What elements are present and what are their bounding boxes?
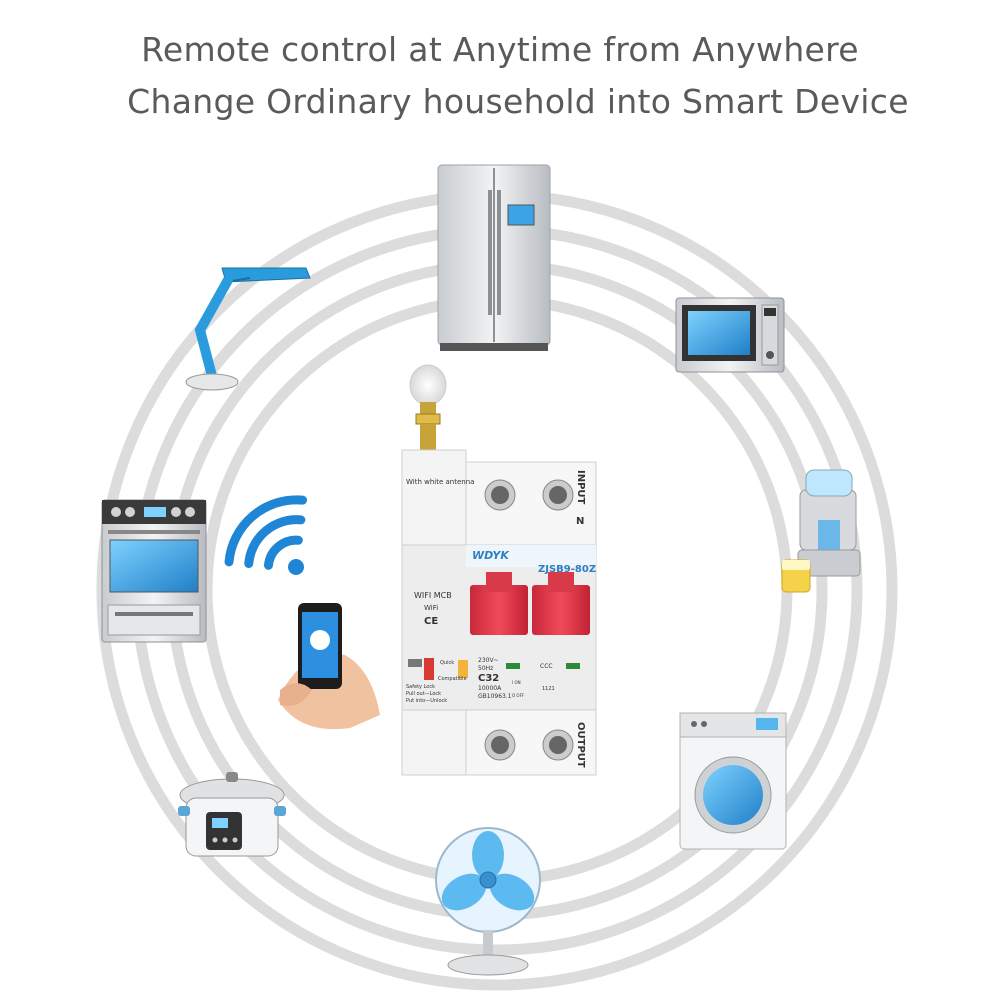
microwave-icon: [675, 297, 785, 373]
rice-cooker-icon: [178, 772, 286, 857]
antenna: [409, 364, 447, 450]
on-label: I ON: [512, 680, 521, 685]
safety-lock-label: Safety Lock: [406, 684, 435, 690]
code-label: 1121: [542, 686, 555, 692]
wifi-mcb-breaker: [401, 449, 597, 776]
washing-machine-icon: [679, 712, 787, 850]
ccc-mark: CCC: [540, 663, 553, 670]
headline-line-1: Remote control at Anytime from Anywhere: [141, 30, 859, 69]
input-label: INPUT: [575, 470, 586, 505]
ce-mark: CE: [424, 616, 438, 627]
model-label: ZJSB9-80Z: [538, 564, 596, 575]
standard-label: GB10963.1: [478, 693, 512, 700]
wifi-icon: [224, 495, 308, 575]
pull-out-label: Pull out—Lock: [406, 691, 441, 697]
compatible-label: Compatible: [438, 676, 467, 682]
antenna-note: With white antenna: [406, 478, 474, 486]
quick-label: Quick: [440, 660, 454, 666]
put-into-label: Put into—Unlock: [406, 698, 447, 704]
juicer-icon: [781, 469, 861, 593]
refrigerator-icon: [437, 164, 551, 351]
oven-icon: [101, 499, 207, 643]
brand-label: WDYK: [472, 549, 510, 562]
output-label: OUTPUT: [575, 722, 586, 768]
wifi-badge: WiFi: [424, 604, 438, 612]
breaking-capacity-label: 10000A: [478, 685, 502, 692]
terminal-screws: [484, 479, 574, 761]
frequency-label: 50Hz: [478, 665, 493, 672]
breaker-toggles: [470, 572, 590, 635]
curve-label: C32: [478, 673, 499, 684]
desk-lamp-icon: [185, 267, 311, 391]
voltage-label: 230V~: [478, 657, 499, 664]
headline-line-2: Change Ordinary household into Smart Dev…: [127, 82, 909, 121]
fan-icon: [435, 827, 541, 976]
wifi-mcb-label: WIFI MCB: [414, 591, 452, 600]
off-label: O OFF: [512, 693, 525, 698]
neutral-label: N: [576, 516, 584, 527]
smartphone-hand-icon: [278, 603, 380, 730]
